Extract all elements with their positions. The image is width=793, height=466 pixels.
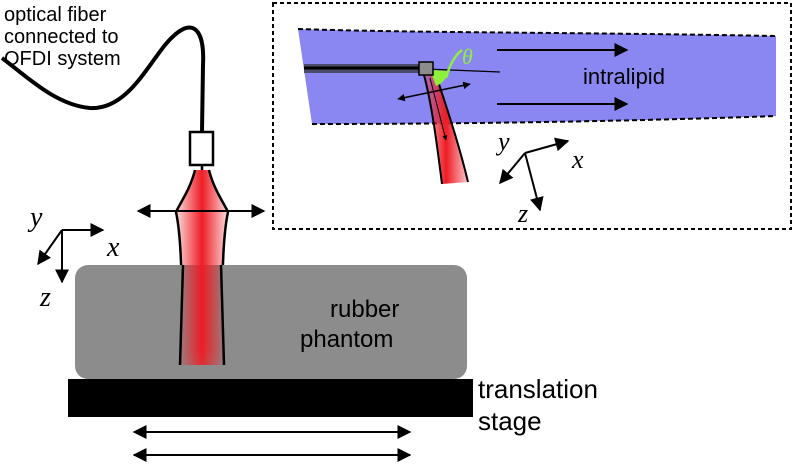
- fiber-label-line3: OFDI system: [4, 48, 121, 70]
- inset-axis-x-label: x: [571, 145, 584, 174]
- inset-axis-z-label: z: [517, 199, 528, 228]
- main-axis-y-label: y: [27, 202, 43, 233]
- inset-axis-y-arrow: [499, 152, 526, 185]
- inset-axis-x-arrow: [524, 137, 570, 154]
- stage-label-line2: stage: [478, 406, 542, 436]
- phantom-label-line1: rubber: [330, 296, 399, 323]
- intralipid-channel: [298, 29, 776, 124]
- inset-axes: x y z: [495, 127, 584, 228]
- optical-fiber-cable: [0, 25, 206, 133]
- stage-label-line1: translation: [478, 374, 598, 404]
- fiber-label-line2: connected to: [4, 26, 119, 48]
- phantom-beam-overlay: [180, 265, 224, 365]
- fiber-connector: [188, 130, 215, 167]
- translation-stage: [68, 379, 473, 417]
- rubber-phantom: [75, 265, 467, 379]
- main-axis-z-label: z: [39, 282, 51, 313]
- main-axes: x y z: [27, 202, 120, 313]
- intralipid-label: intralipid: [583, 64, 665, 89]
- channel-top-edge: [297, 28, 777, 37]
- phantom-label-line2: phantom: [300, 326, 393, 353]
- angle-indicator-line: [444, 48, 463, 79]
- theta-label: θ: [462, 44, 473, 69]
- main-axis-x-label: x: [106, 232, 120, 263]
- inset-scan-arrow: [397, 81, 471, 102]
- fiber-label: optical fiber connected to OFDI system: [4, 4, 121, 70]
- inset-axis-y-label: y: [495, 127, 510, 156]
- fiber-label-line1: optical fiber: [4, 4, 107, 26]
- inset-fiber-axis: [425, 68, 501, 73]
- channel-bottom-edge: [311, 115, 777, 125]
- probe-tip: [418, 61, 434, 76]
- inset-beam: [424, 75, 468, 184]
- inset-axis-z-arrow: [524, 152, 544, 212]
- main-axis-y-arrow: [37, 229, 63, 266]
